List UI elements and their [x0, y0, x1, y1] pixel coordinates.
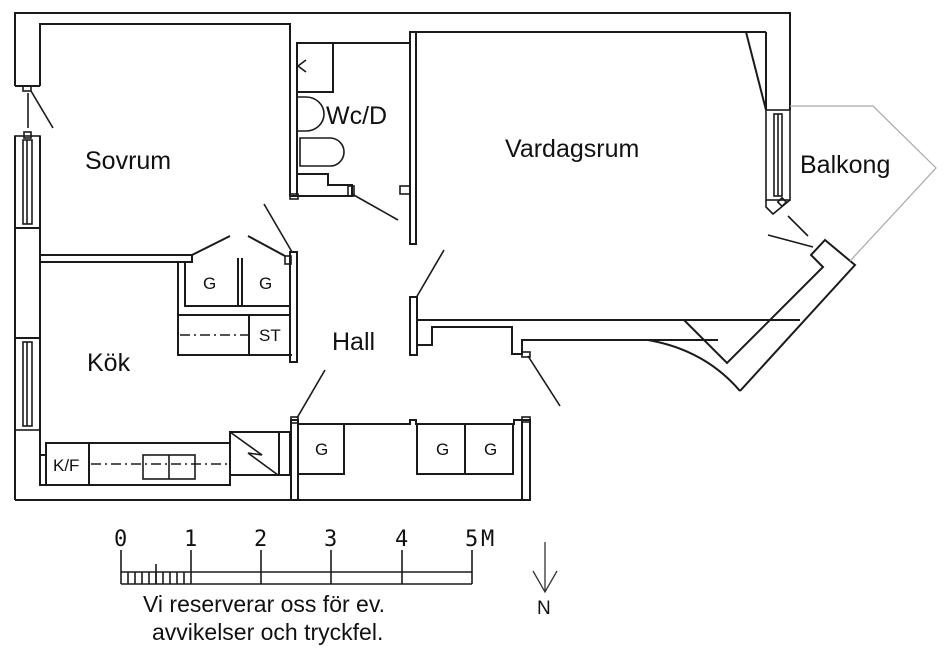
disclaimer-line-1: Vi reserverar oss för ev. — [143, 591, 385, 617]
room-label-wc: Wc/D — [326, 102, 387, 130]
wardrobe-label: G — [436, 440, 449, 459]
north-arrow-icon — [532, 542, 558, 594]
door-sovrum-window — [22, 85, 54, 129]
scale-bar: 0 1 2 3 4 5 M — [114, 527, 494, 585]
wardrobe-label: G — [259, 274, 272, 293]
balcony-outline — [790, 105, 937, 262]
disclaimer-line-2: avvikelser och tryckfel. — [152, 619, 383, 645]
scale-tick-label: 5 — [465, 527, 478, 552]
scale-unit: M — [481, 527, 494, 552]
window-sovrum — [14, 131, 41, 229]
room-label-balkong: Balkong — [800, 151, 890, 179]
closets — [177, 203, 298, 363]
door-vardagsrum — [409, 249, 800, 407]
north-label: N — [537, 598, 551, 619]
storage-label: ST — [259, 326, 281, 345]
scale-tick-label: 4 — [395, 527, 408, 552]
balcony-wall — [530, 238, 857, 392]
scale-tick-label: 2 — [254, 527, 267, 552]
scale-tick-label: 0 — [114, 527, 127, 552]
bathroom — [289, 31, 417, 245]
window-kok — [14, 337, 41, 431]
outer-walls — [14, 12, 791, 501]
room-label-vardagsrum: Vardagsrum — [505, 135, 639, 163]
hall-wardrobes — [290, 369, 531, 501]
wall-sovrum-kok — [40, 235, 286, 263]
scale-tick-label: 3 — [324, 527, 337, 552]
room-label-hall: Hall — [332, 328, 375, 356]
room-label-sovrum: Sovrum — [85, 147, 171, 175]
window-vardagsrum — [765, 109, 814, 248]
wardrobe-label: G — [315, 440, 328, 459]
scale-tick-label: 1 — [184, 527, 197, 552]
wardrobe-label: G — [484, 440, 497, 459]
fridge-freezer-label: K/F — [53, 456, 79, 475]
wardrobe-label: G — [203, 274, 216, 293]
room-label-kok: Kök — [87, 349, 131, 377]
